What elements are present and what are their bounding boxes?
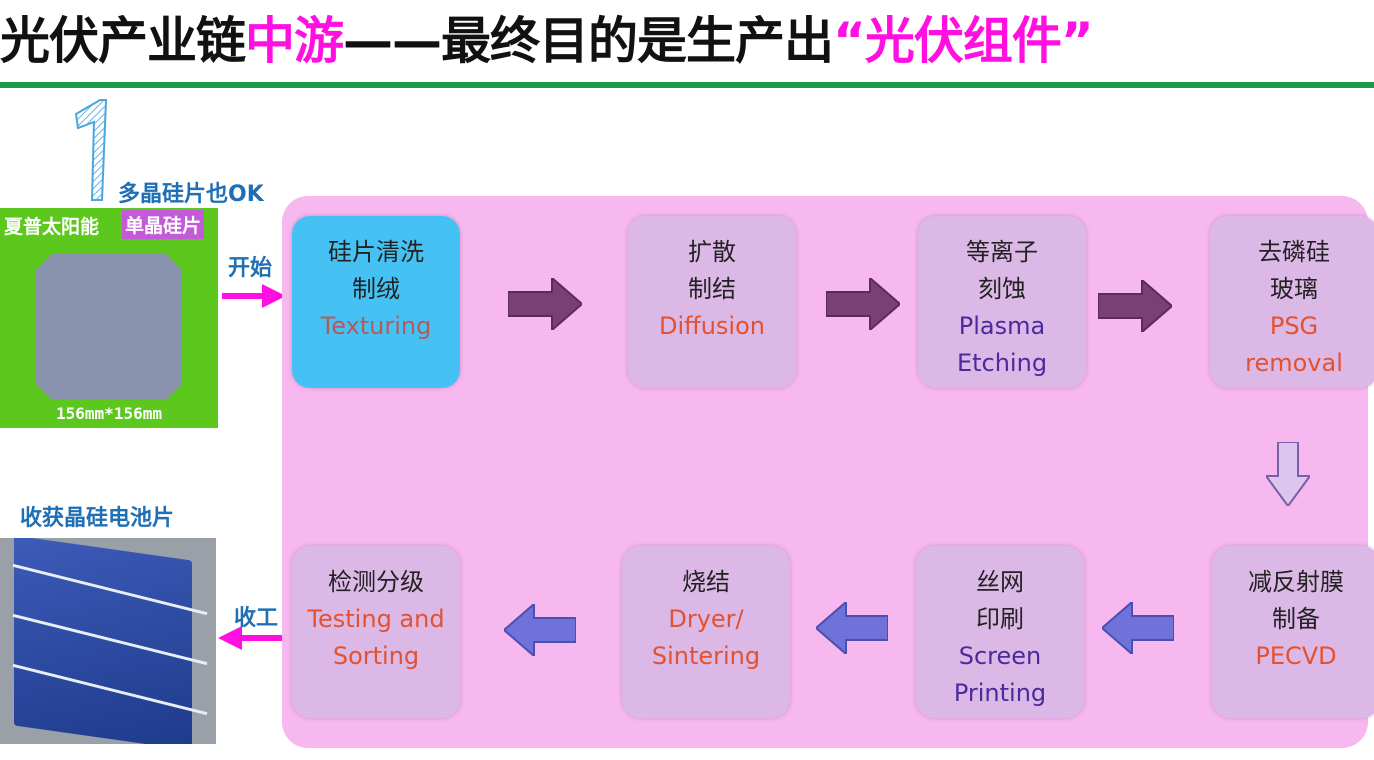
step-zh: 制结: [688, 275, 736, 303]
step-zh: 等离子: [966, 238, 1038, 266]
start-arrow-icon: [222, 284, 286, 308]
step-pecvd: 减反射膜 制备 PECVD: [1212, 546, 1374, 718]
step-en: Sintering: [651, 642, 761, 670]
arrow-left-icon: [816, 602, 888, 654]
step-zh: 硅片清洗: [328, 238, 424, 266]
step-psg-removal: 去磷硅 玻璃 PSG removal: [1210, 216, 1374, 388]
step-plasma-etching: 等离子 刻蚀 Plasma Etching: [918, 216, 1086, 388]
step-diffusion: 扩散 制结 Diffusion: [628, 216, 796, 388]
arrow-down-icon: [1266, 442, 1310, 506]
step-texturing: 硅片清洗 制绒 Texturing: [292, 216, 460, 388]
step-zh: 去磷硅: [1258, 238, 1330, 266]
step-en: Texturing: [320, 312, 432, 340]
arrow-right-icon: [826, 278, 900, 330]
solar-cell-panel: [14, 538, 192, 744]
step-en: Diffusion: [659, 312, 765, 340]
start-label: 开始: [228, 256, 273, 281]
step-en: removal: [1245, 349, 1343, 377]
process-flow-panel: [282, 196, 1368, 748]
solar-cell-photo: [0, 538, 216, 744]
step-en: Sorting: [332, 642, 420, 670]
wafer-size: 156mm*156mm: [56, 404, 162, 423]
step-en: Screen: [958, 642, 1042, 670]
step-zh: 烧结: [682, 568, 730, 596]
title-part-2: 中游: [245, 12, 344, 70]
step-zh: 刻蚀: [978, 275, 1026, 303]
title-part-1: 光伏产业链: [0, 12, 246, 70]
note-multicrystal: 多晶硅片也OK: [118, 182, 264, 207]
step-sintering: 烧结 Dryer/ Sintering: [622, 546, 790, 718]
step-en: Plasma: [958, 312, 1046, 340]
wafer-shape: [36, 254, 182, 400]
step-zh: 制备: [1272, 605, 1320, 633]
step-screen-printing: 丝网 印刷 Screen Printing: [916, 546, 1084, 718]
step-en: PECVD: [1255, 642, 1337, 670]
wafer-image: 夏普太阳能 单晶硅片 156mm*156mm: [0, 208, 218, 428]
step-testing-sorting: 检测分级 Testing and Sorting: [292, 546, 460, 718]
step-zh: 印刷: [976, 605, 1024, 633]
title-part-4: “光伏组件”: [833, 12, 1094, 70]
step-en: Etching: [956, 349, 1048, 377]
page-title: 光伏产业链中游——最终目的是生产出“光伏组件”: [0, 0, 1374, 82]
arrow-left-icon: [504, 604, 576, 656]
step-en: PSG: [1269, 312, 1319, 340]
arrow-right-icon: [508, 278, 582, 330]
wafer-type: 单晶硅片: [122, 210, 205, 239]
step-zh: 减反射膜: [1248, 568, 1344, 596]
step-en: Testing and: [307, 605, 445, 633]
title-underline: [0, 82, 1374, 88]
harvest-label: 收获晶硅电池片: [20, 506, 175, 531]
step-zh: 检测分级: [328, 568, 424, 596]
title-part-3: ——最终目的是生产出: [343, 12, 834, 70]
step-zh: 制绒: [352, 275, 400, 303]
arrow-left-icon: [1102, 602, 1174, 654]
finish-arrow-icon: [218, 626, 284, 650]
step-number-icon: [74, 99, 108, 201]
arrow-right-icon: [1098, 280, 1172, 332]
step-zh: 丝网: [976, 568, 1024, 596]
step-en: Dryer/: [668, 605, 744, 633]
step-zh: 玻璃: [1270, 275, 1318, 303]
wafer-brand: 夏普太阳能: [4, 216, 100, 238]
step-en: Printing: [953, 679, 1047, 707]
step-zh: 扩散: [688, 238, 736, 266]
